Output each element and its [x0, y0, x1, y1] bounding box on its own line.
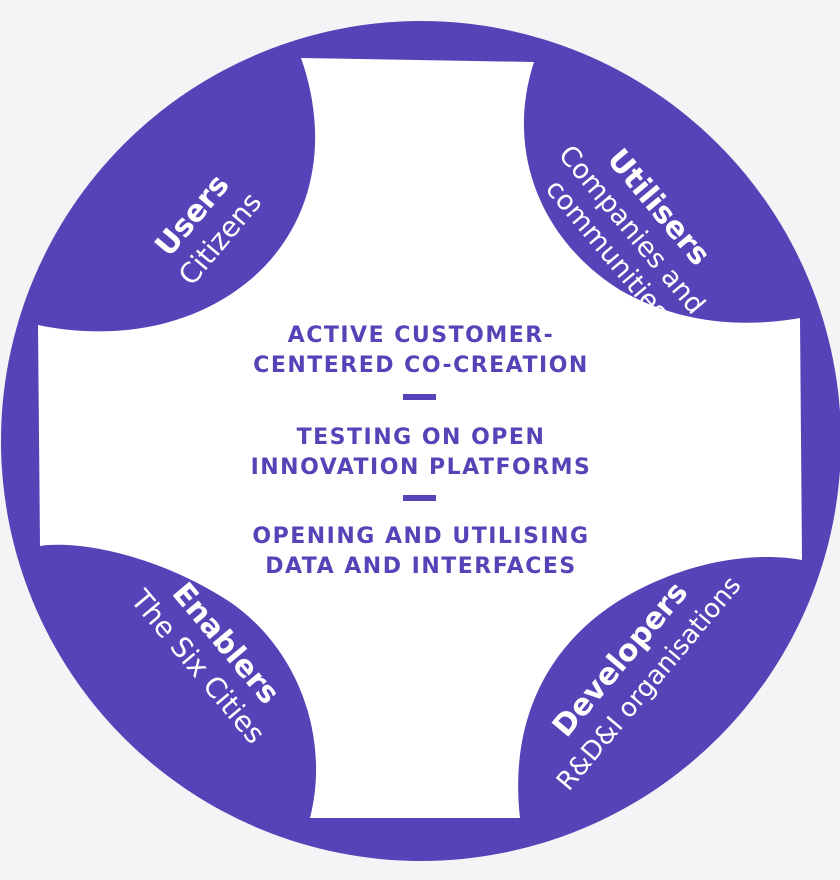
center-item1-line2: CENTERED CO-CREATION [253, 353, 589, 378]
center-item2-line2: INNOVATION PLATFORMS [251, 455, 592, 480]
center-separator-1 [403, 394, 436, 400]
center-item1-line1: ACTIVE CUSTOMER- [288, 323, 555, 348]
center-separator-2 [403, 495, 436, 501]
center-item2-line1: TESTING ON OPEN [297, 425, 546, 450]
center-item3-line1: OPENING AND UTILISING [252, 524, 589, 549]
center-item3-line2: DATA AND INTERFACES [265, 554, 577, 579]
inner-cross [38, 58, 802, 818]
center-list: ACTIVE CUSTOMER- CENTERED CO-CREATION TE… [251, 323, 592, 579]
